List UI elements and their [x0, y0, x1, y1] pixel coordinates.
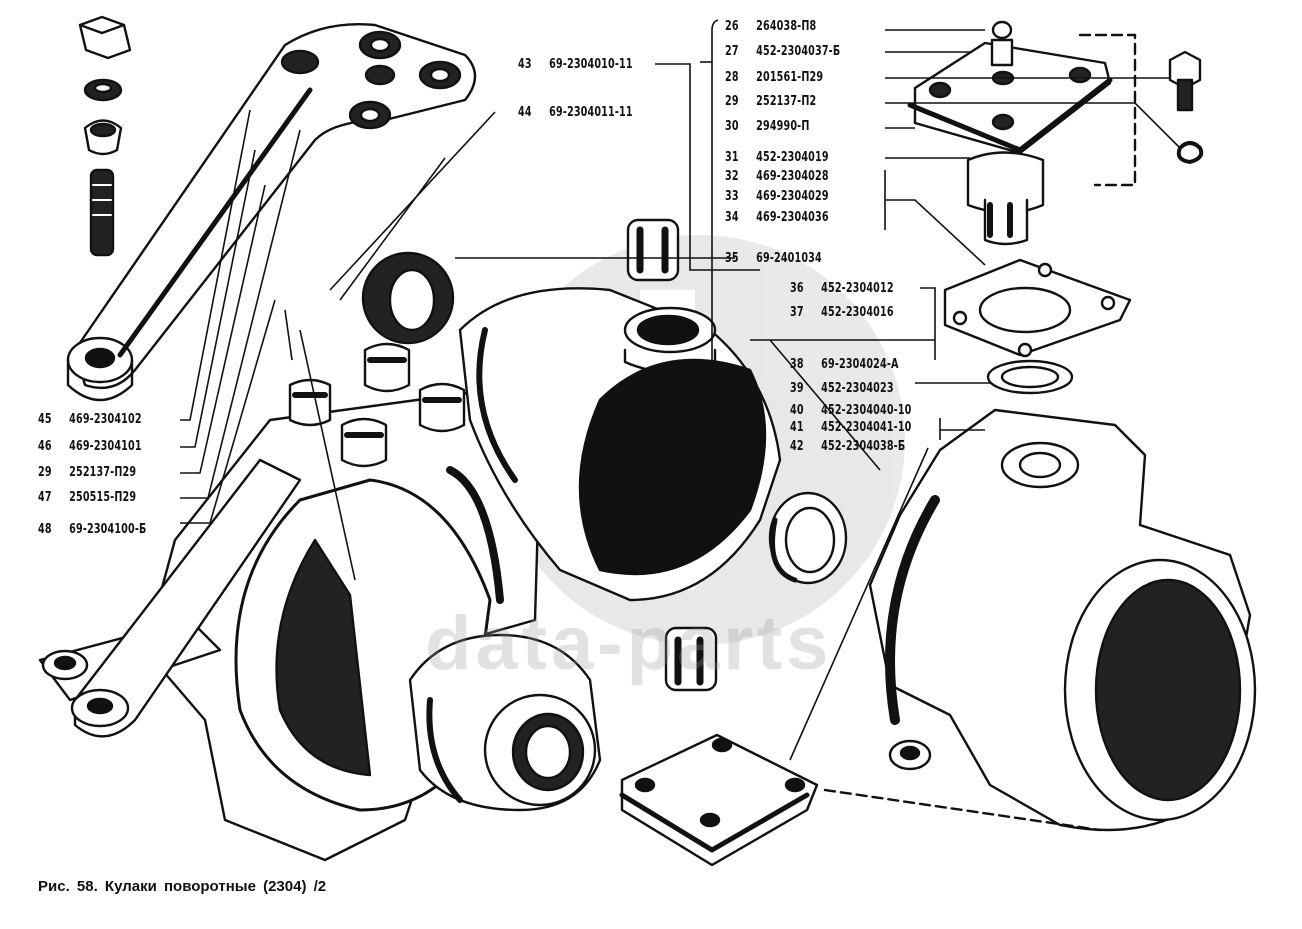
kingpin-cap-assembly	[907, 20, 1204, 246]
figure-caption: Рис. 58. Кулаки поворотные (2304) /2	[38, 878, 327, 895]
axle-housing-ball	[458, 218, 848, 692]
steering-knuckle-right	[868, 408, 1257, 832]
steering-knuckle-left	[38, 342, 602, 862]
watermark-text: data-parts	[425, 601, 833, 686]
nut-stack	[78, 15, 132, 257]
lower-cover-plate	[619, 733, 1102, 867]
oil-seal	[361, 251, 455, 345]
gasket	[943, 258, 1132, 395]
steering-arm-upper	[66, 23, 477, 402]
leader-lines	[180, 19, 1181, 761]
